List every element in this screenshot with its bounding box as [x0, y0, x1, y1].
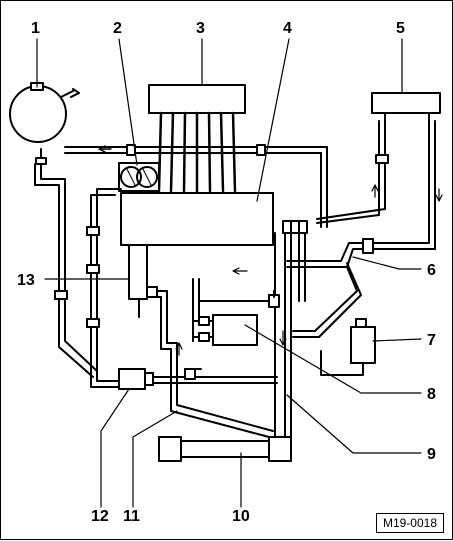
callout-11: 11	[123, 508, 140, 525]
engine-down-pipes	[274, 220, 308, 442]
radiator-top	[148, 84, 246, 114]
lower-radiator	[158, 436, 292, 462]
engine-block	[120, 192, 274, 246]
left-circuit	[34, 163, 122, 388]
callout-numbers: 1 2 3 4 5 6 7 8 9 10 11 12 13	[17, 20, 436, 525]
thermostat-housing	[118, 368, 278, 390]
callout-12: 12	[91, 508, 109, 525]
coolant-pump	[118, 162, 160, 192]
callout-2: 2	[113, 20, 122, 37]
callout-10: 10	[232, 508, 250, 525]
valve-branch	[292, 262, 376, 376]
callout-8: 8	[427, 386, 436, 403]
leader-lines	[36, 38, 422, 508]
callout-13: 13	[17, 272, 35, 289]
callout-4: 4	[283, 20, 292, 37]
lower-return-pipe	[138, 290, 274, 438]
figure-code-label: M19-0018	[375, 513, 444, 533]
tank-feed-lines	[60, 88, 80, 98]
oil-cooler	[128, 244, 158, 300]
callout-3: 3	[196, 20, 205, 37]
heater-lines	[232, 120, 443, 275]
transmission-cooler	[192, 278, 280, 346]
callout-7: 7	[427, 332, 436, 349]
callout-5: 5	[396, 20, 405, 37]
callout-1: 1	[31, 20, 40, 37]
callout-6: 6	[427, 262, 436, 279]
heater-core	[371, 92, 441, 122]
return-line-top	[64, 144, 328, 228]
callout-9: 9	[427, 446, 436, 463]
expansion-tank	[9, 82, 67, 165]
